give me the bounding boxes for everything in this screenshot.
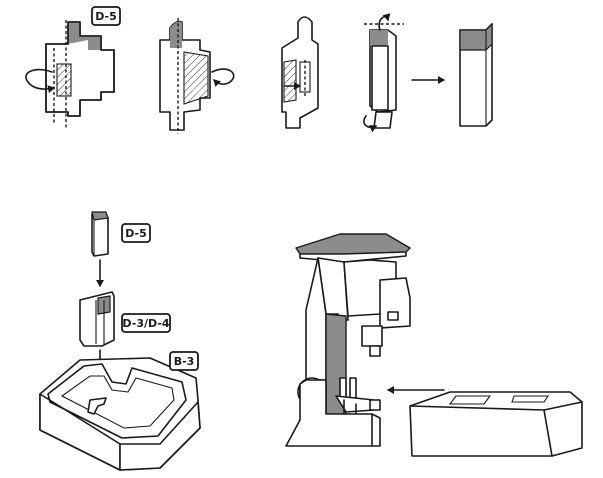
fold-step-4 (363, 13, 404, 133)
label-top-d5-text: D-5 (95, 10, 117, 23)
base-tray (39, 357, 201, 471)
label-d3-d4: D-3/D-4 (121, 313, 171, 333)
fold-step-3 (281, 16, 319, 129)
machine-model (285, 233, 411, 447)
label-b3: B-3 (169, 351, 199, 371)
finished-column (459, 22, 493, 127)
label-mid-d5-text: D-5 (125, 227, 147, 240)
fold-step-2 (159, 18, 235, 134)
label-top-d5: D-5 (91, 6, 121, 26)
label-b3-text: B-3 (174, 355, 195, 368)
drawer-block (409, 391, 583, 457)
fold-step-1 (25, 20, 115, 128)
bracket-part (79, 291, 115, 347)
label-d3-d4-text: D-3/D-4 (122, 317, 169, 330)
small-column-part (91, 211, 109, 257)
label-mid-d5: D-5 (121, 223, 151, 243)
